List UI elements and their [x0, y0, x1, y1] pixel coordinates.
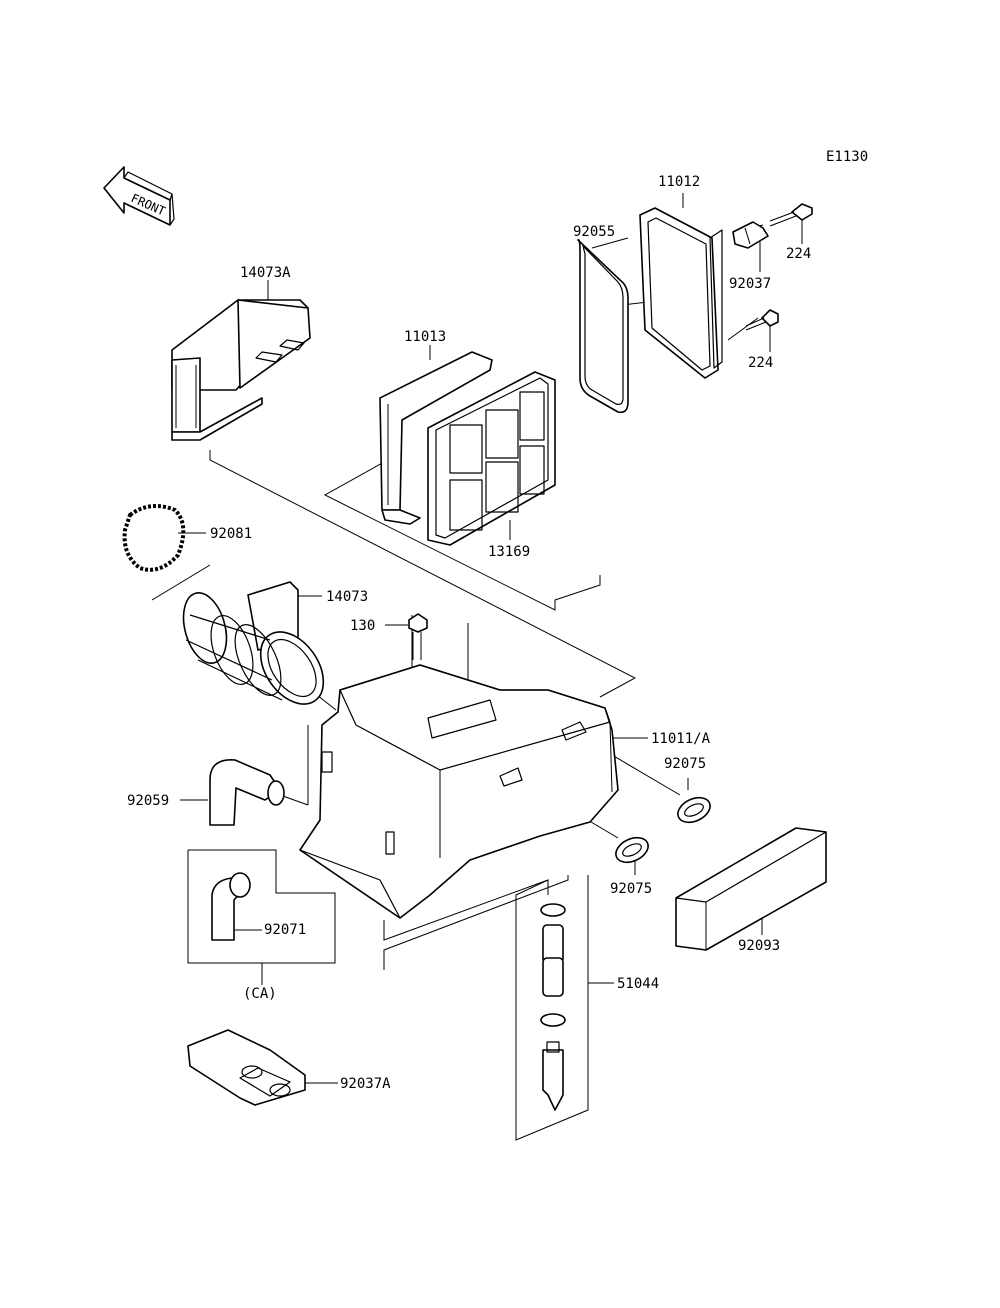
front-arrow-icon: FRONT	[103, 166, 175, 226]
label-92075-right: 92075	[664, 756, 706, 772]
hose-92071	[187, 849, 336, 964]
bolt-130	[408, 613, 428, 660]
intake-duct-14073	[182, 581, 325, 705]
label-11013: 11013	[404, 329, 446, 345]
label-224-top: 224	[786, 246, 811, 262]
label-13169: 13169	[488, 544, 530, 560]
gasket-92055	[577, 238, 629, 414]
clamp-92037A	[187, 1029, 306, 1106]
label-92059: 92059	[127, 793, 169, 809]
label-ca: (CA)	[243, 986, 277, 1002]
label-224-bottom: 224	[748, 355, 773, 371]
label-51044: 51044	[617, 976, 659, 992]
label-14073A: 14073A	[240, 265, 291, 281]
label-92093: 92093	[738, 938, 780, 954]
label-92037A: 92037A	[340, 1076, 391, 1092]
clamp-92037	[732, 221, 769, 249]
label-92075-left: 92075	[610, 881, 652, 897]
label-92081: 92081	[210, 526, 252, 542]
filter-frame-13169	[427, 371, 556, 546]
drain-assembly-51044	[515, 875, 589, 1141]
part-labels: 11012 92055 224 92037 224 14073A 11013 1…	[127, 174, 811, 1092]
grommet-92075-right	[677, 796, 711, 824]
label-130: 130	[350, 618, 375, 634]
cover-11012	[639, 207, 723, 379]
label-14073: 14073	[326, 589, 368, 605]
clamp-band-92081	[122, 504, 186, 572]
label-92071: 92071	[264, 922, 306, 938]
hose-92059	[209, 759, 285, 826]
screw-224-top	[769, 203, 813, 227]
grommet-92075-left	[615, 836, 649, 864]
screw-224-bottom	[745, 309, 779, 331]
diagram-code: E1130	[826, 149, 868, 165]
pad-92093	[675, 827, 827, 951]
label-11012: 11012	[658, 174, 700, 190]
label-92055: 92055	[573, 224, 615, 240]
label-11011A: 11011/A	[651, 731, 711, 747]
air-duct-14073A	[171, 299, 311, 441]
filter-element-11013	[379, 351, 493, 525]
air-box-case-11011A	[299, 664, 619, 919]
label-92037: 92037	[729, 276, 771, 292]
